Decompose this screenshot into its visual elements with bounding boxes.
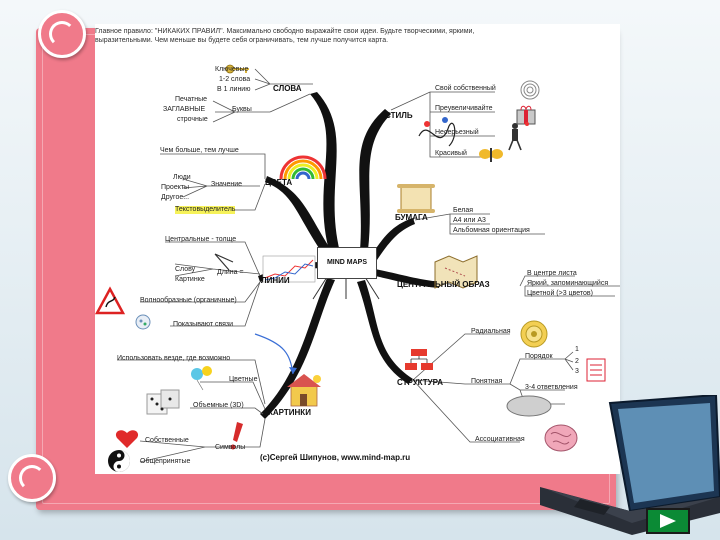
easel-legs	[312, 276, 380, 300]
order-number: 3	[575, 368, 579, 375]
struktura-item: Порядок	[525, 353, 553, 360]
kartinki-item: Символы	[215, 444, 246, 451]
stil-item: Несерьезный	[435, 129, 479, 136]
radial-icon	[520, 320, 548, 348]
obraz-item: В центре листа	[527, 270, 577, 277]
branch-title-bumaga: БУМАГА	[395, 213, 428, 222]
order-number: 2	[575, 358, 579, 365]
branch-struktura	[357, 280, 413, 384]
page-curl-icon	[8, 454, 56, 502]
struktura-item: 3-4 ответвления	[525, 384, 578, 391]
kartinki-item: Объемные (3D)	[193, 402, 244, 409]
kartinki-item: Общепринятые	[140, 458, 191, 465]
branch-title-kartinki: КАРТИНКИ	[268, 408, 311, 417]
house-icon	[287, 374, 321, 407]
bumaga-item: А4 или А3	[453, 217, 486, 224]
struktura-item: Ассоциативная	[475, 436, 525, 443]
exclamation-icon	[230, 422, 243, 450]
map-icon	[434, 255, 478, 289]
kartinki-item: Цветные	[229, 376, 258, 383]
page-curl-icon	[38, 10, 86, 58]
slova-item: ЗАГЛАВНЫЕ	[163, 106, 206, 113]
stil-item: Свой собственный	[435, 85, 496, 92]
branch-title-struktura: СТРУКТУРА	[397, 378, 444, 387]
divider-icon	[214, 253, 234, 271]
scroll-icon	[397, 184, 435, 213]
struktura-item: Понятная	[471, 378, 503, 385]
slova-item: Ключевые	[215, 66, 249, 73]
bumaga-item: Альбомная ориентация	[453, 227, 530, 234]
laptop-icon	[540, 395, 720, 535]
order-number: 1	[575, 346, 579, 353]
cveta-item: Проекты	[161, 184, 190, 191]
cveta-item: Чем больше, тем лучше	[160, 147, 239, 154]
linii-item: Картинке	[175, 276, 205, 283]
balloons-icon	[191, 366, 212, 391]
rainbow-icon	[279, 155, 327, 180]
cloud-icon	[506, 395, 552, 417]
cveta-item-highlight: Текстовыделитель	[175, 206, 236, 214]
mind-map-canvas: Главное правило: "НИКАКИХ ПРАВИЛ". Макси…	[95, 24, 620, 474]
checklist-icon	[586, 358, 606, 382]
people-icon	[135, 314, 151, 330]
mind-map-lines	[95, 64, 620, 472]
key-icon	[225, 64, 249, 74]
stil-item: Преувеличивайте	[435, 105, 493, 112]
cveta-item: Другое...	[161, 194, 190, 201]
next-arrow-icon	[660, 514, 676, 528]
juggler-icon	[508, 122, 529, 151]
branch-title-cveta: ЦВЕТА	[265, 178, 293, 187]
slova-item: В 1 линию	[217, 86, 251, 93]
brain-icon	[544, 424, 578, 452]
fingerprint-icon	[520, 80, 540, 100]
branch-title-linii: ЛИНИИ	[261, 276, 290, 285]
kartinki-item: Использовать везде, где возможно	[117, 355, 231, 362]
central-topic: MIND MAPS	[317, 247, 377, 279]
slova-item: 1-2 слова	[219, 76, 251, 83]
credit-text: (c)Сергей Шипунов, www.mind-map.ru	[260, 453, 411, 462]
illustrations	[95, 64, 606, 472]
slova-item: Буквы	[232, 106, 252, 113]
branch-bumaga	[371, 218, 415, 260]
warning-sign-icon	[95, 286, 126, 315]
ribbon-icon	[418, 117, 456, 147]
branch-cveta	[265, 176, 335, 260]
cveta-item: Люди	[173, 174, 191, 181]
line-chart-icon	[262, 255, 316, 283]
linii-item: Длина =	[217, 269, 244, 276]
stil-item: Красивый	[435, 150, 467, 157]
bumaga-item: Белая	[453, 207, 474, 214]
branch-title-stil: СТИЛЬ	[385, 111, 413, 120]
branch-stil	[359, 109, 391, 250]
linii-item: Слову	[175, 266, 196, 273]
branch-title-obraz: ЦЕНТРАЛЬНЫЙ ОБРАЗ	[397, 280, 490, 289]
next-slide-button[interactable]	[646, 508, 690, 534]
linii-item: Волнообразные (органичные)	[140, 297, 237, 304]
linii-item: Показывают связи	[173, 321, 234, 328]
yin-yang-icon	[108, 450, 130, 472]
branch-title-slova: СЛОВА	[273, 84, 302, 93]
butterfly-icon	[479, 148, 503, 162]
branch-obraz	[375, 269, 440, 288]
heart-icon	[115, 430, 139, 448]
slova-item: строчные	[177, 116, 208, 123]
intro-text: Главное правило: "НИКАКИХ ПРАВИЛ". Макси…	[95, 28, 475, 44]
kartinki-item: Собственные	[145, 437, 189, 444]
branch-kartinki	[260, 278, 335, 419]
hierarchy-icon	[405, 349, 433, 370]
struktura-item: Радиальная	[471, 328, 511, 335]
dice-icon	[146, 389, 180, 415]
gift-icon	[516, 105, 536, 125]
linii-item: Центральные - толще	[165, 236, 237, 243]
obraz-item: Цветной (>3 цветов)	[527, 290, 593, 297]
cveta-item: Значение	[211, 181, 243, 188]
obraz-item: Яркий, запоминающийся	[527, 280, 609, 287]
slova-item: Печатные	[175, 96, 208, 103]
